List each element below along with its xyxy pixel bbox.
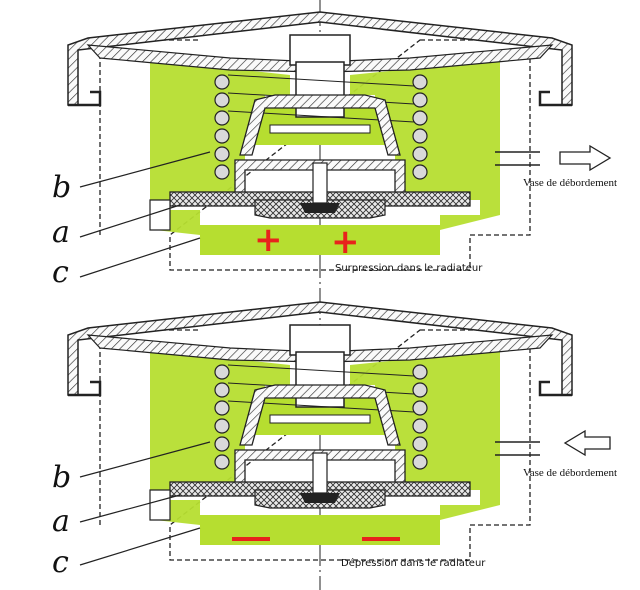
bottom-panel: Vase de débordement Dépression dans le r… (52, 300, 617, 580)
callout-c: c (52, 545, 69, 580)
pressure-label: Surpression dans le radiateur (335, 263, 483, 274)
minus-sign-2 (362, 537, 400, 541)
overflow-label: Vase de débordement (523, 177, 617, 189)
callout-c: c (52, 255, 69, 290)
callout-a: a (52, 504, 70, 539)
top-panel: Vase de débordement Surpression dans le … (52, 10, 617, 290)
callout-b: b (52, 460, 71, 495)
overflow-arrow-left-icon (563, 429, 611, 457)
overflow-label: Vase de débordement (523, 467, 617, 479)
minus-sign-1 (232, 537, 270, 541)
plus-sign-2: + (331, 222, 360, 262)
overflow-arrow-right-icon (559, 144, 612, 172)
plus-sign-1: + (254, 220, 283, 260)
callout-a: a (52, 215, 70, 250)
callout-b: b (52, 170, 71, 205)
pressure-label: Dépression dans le radiateur (341, 557, 486, 569)
